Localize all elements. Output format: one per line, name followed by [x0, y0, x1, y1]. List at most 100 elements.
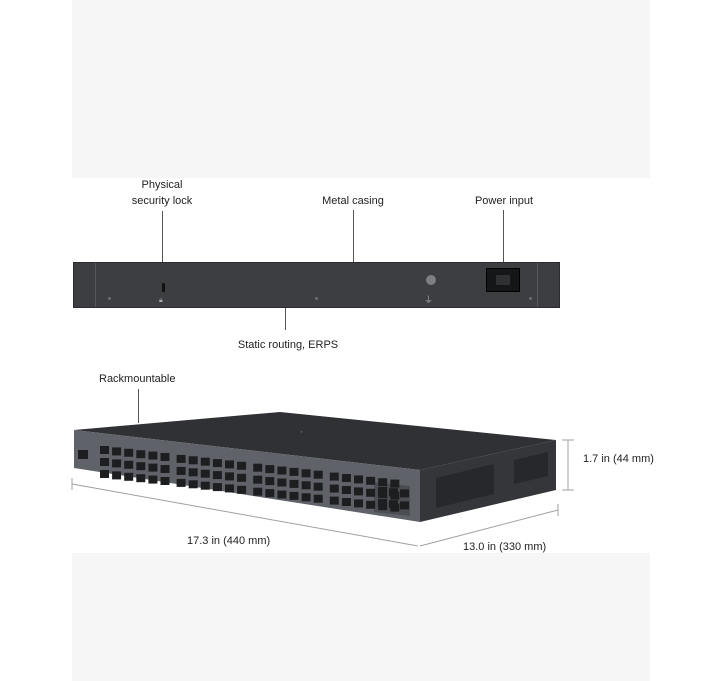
rj45-port	[100, 458, 109, 466]
rj45-port	[100, 446, 109, 454]
rj45-port	[237, 485, 247, 494]
rj45-port	[124, 448, 134, 457]
rj45-port	[366, 476, 376, 485]
rj45-port	[329, 472, 339, 481]
rj45-port	[136, 474, 146, 483]
rj45-port	[301, 469, 311, 478]
rj45-port	[212, 471, 222, 480]
sfp-port	[400, 489, 409, 498]
lock-slot	[162, 283, 165, 292]
width-dimension-label: 17.3 in (440 mm)	[187, 535, 271, 547]
rj45-port	[100, 470, 109, 478]
rj45-port	[160, 477, 170, 485]
rj45-port	[277, 466, 287, 475]
rj45-port-grid	[100, 446, 400, 512]
sfp-port	[389, 500, 398, 509]
rj45-port	[354, 499, 363, 508]
security-lock-label: Physical security lock	[126, 177, 198, 209]
rj45-port	[366, 500, 376, 509]
side-vent	[436, 452, 548, 508]
rj45-port	[112, 459, 122, 468]
rj45-port	[136, 450, 146, 459]
rj45-port	[378, 478, 388, 487]
rj45-port	[329, 496, 339, 505]
rj45-port	[253, 487, 263, 496]
rear-panel-bevel-left	[74, 263, 96, 307]
screw	[529, 297, 532, 300]
background-band-bottom	[72, 553, 650, 681]
rj45-port	[212, 459, 222, 468]
rj45-port	[237, 473, 247, 482]
rj45-port	[200, 481, 210, 490]
rj45-port	[160, 453, 170, 461]
rj45-port	[112, 447, 122, 456]
width-dimension-line	[71, 483, 419, 547]
rj45-port	[390, 479, 400, 488]
sfp-port	[378, 499, 387, 507]
rj45-port	[277, 478, 287, 487]
rackmountable-leader	[138, 389, 139, 423]
ground-icon: ⏚	[424, 295, 434, 305]
screw	[315, 297, 318, 300]
rj45-port	[212, 483, 222, 492]
rj45-port	[188, 480, 198, 489]
rj45-port	[289, 479, 299, 488]
rj45-port	[225, 472, 234, 481]
rj45-port	[176, 478, 186, 487]
static-routing-leader	[285, 308, 286, 330]
rj45-port	[253, 475, 263, 484]
rj45-port	[148, 451, 158, 460]
security-lock-label-line1: Physical	[141, 179, 183, 191]
rj45-port	[313, 470, 323, 479]
rj45-port	[341, 474, 351, 482]
sfp-port	[400, 501, 409, 510]
metal-casing-leader	[353, 210, 354, 262]
rj45-port	[148, 475, 158, 484]
rj45-port	[265, 477, 275, 486]
sfp-port	[378, 487, 387, 495]
metal-casing-label: Metal casing	[322, 195, 384, 207]
rear-panel: 🔒︎ ⏚	[73, 262, 560, 308]
rj45-port	[237, 461, 247, 470]
rj45-port	[160, 465, 170, 473]
rj45-port	[136, 462, 146, 471]
rj45-port	[277, 490, 287, 499]
rj45-port	[289, 467, 299, 476]
rj45-port	[200, 469, 210, 478]
rj45-port	[188, 468, 198, 477]
sfp-port-grid	[378, 487, 409, 510]
lock-icon: 🔒︎	[159, 297, 163, 304]
rj45-port	[200, 457, 210, 466]
console-port	[78, 450, 88, 459]
rj45-port	[225, 484, 234, 493]
rj45-port	[313, 494, 323, 503]
rj45-port	[225, 460, 234, 469]
power-input-label: Power input	[474, 195, 534, 207]
rj45-port	[301, 493, 311, 502]
height-dimension-label: 1.7 in (44 mm)	[583, 453, 654, 465]
depth-dimension-line	[419, 509, 559, 547]
rj45-port	[341, 498, 351, 506]
security-lock-label-line2: security lock	[131, 195, 193, 207]
switch-top-surface	[74, 412, 556, 470]
rj45-port	[354, 487, 363, 496]
static-routing-label: Static routing, ERPS	[237, 339, 339, 351]
rj45-port	[148, 463, 158, 472]
rackmountable-label: Rackmountable	[99, 373, 176, 385]
rj45-port	[301, 481, 311, 490]
rj45-port	[112, 471, 122, 480]
rj45-port	[265, 489, 275, 498]
rj45-port	[124, 460, 134, 469]
rj45-port	[289, 491, 299, 500]
rj45-port	[313, 482, 323, 491]
brand-logo-top: •	[300, 429, 304, 436]
rj45-port	[124, 472, 134, 481]
background-band-top	[72, 0, 650, 178]
depth-dimension-label: 13.0 in (330 mm)	[463, 541, 547, 553]
security-lock-leader	[162, 211, 163, 281]
power-socket	[486, 268, 520, 292]
rj45-port	[253, 463, 263, 472]
rj45-port	[366, 488, 376, 497]
power-input-leader	[503, 210, 504, 268]
